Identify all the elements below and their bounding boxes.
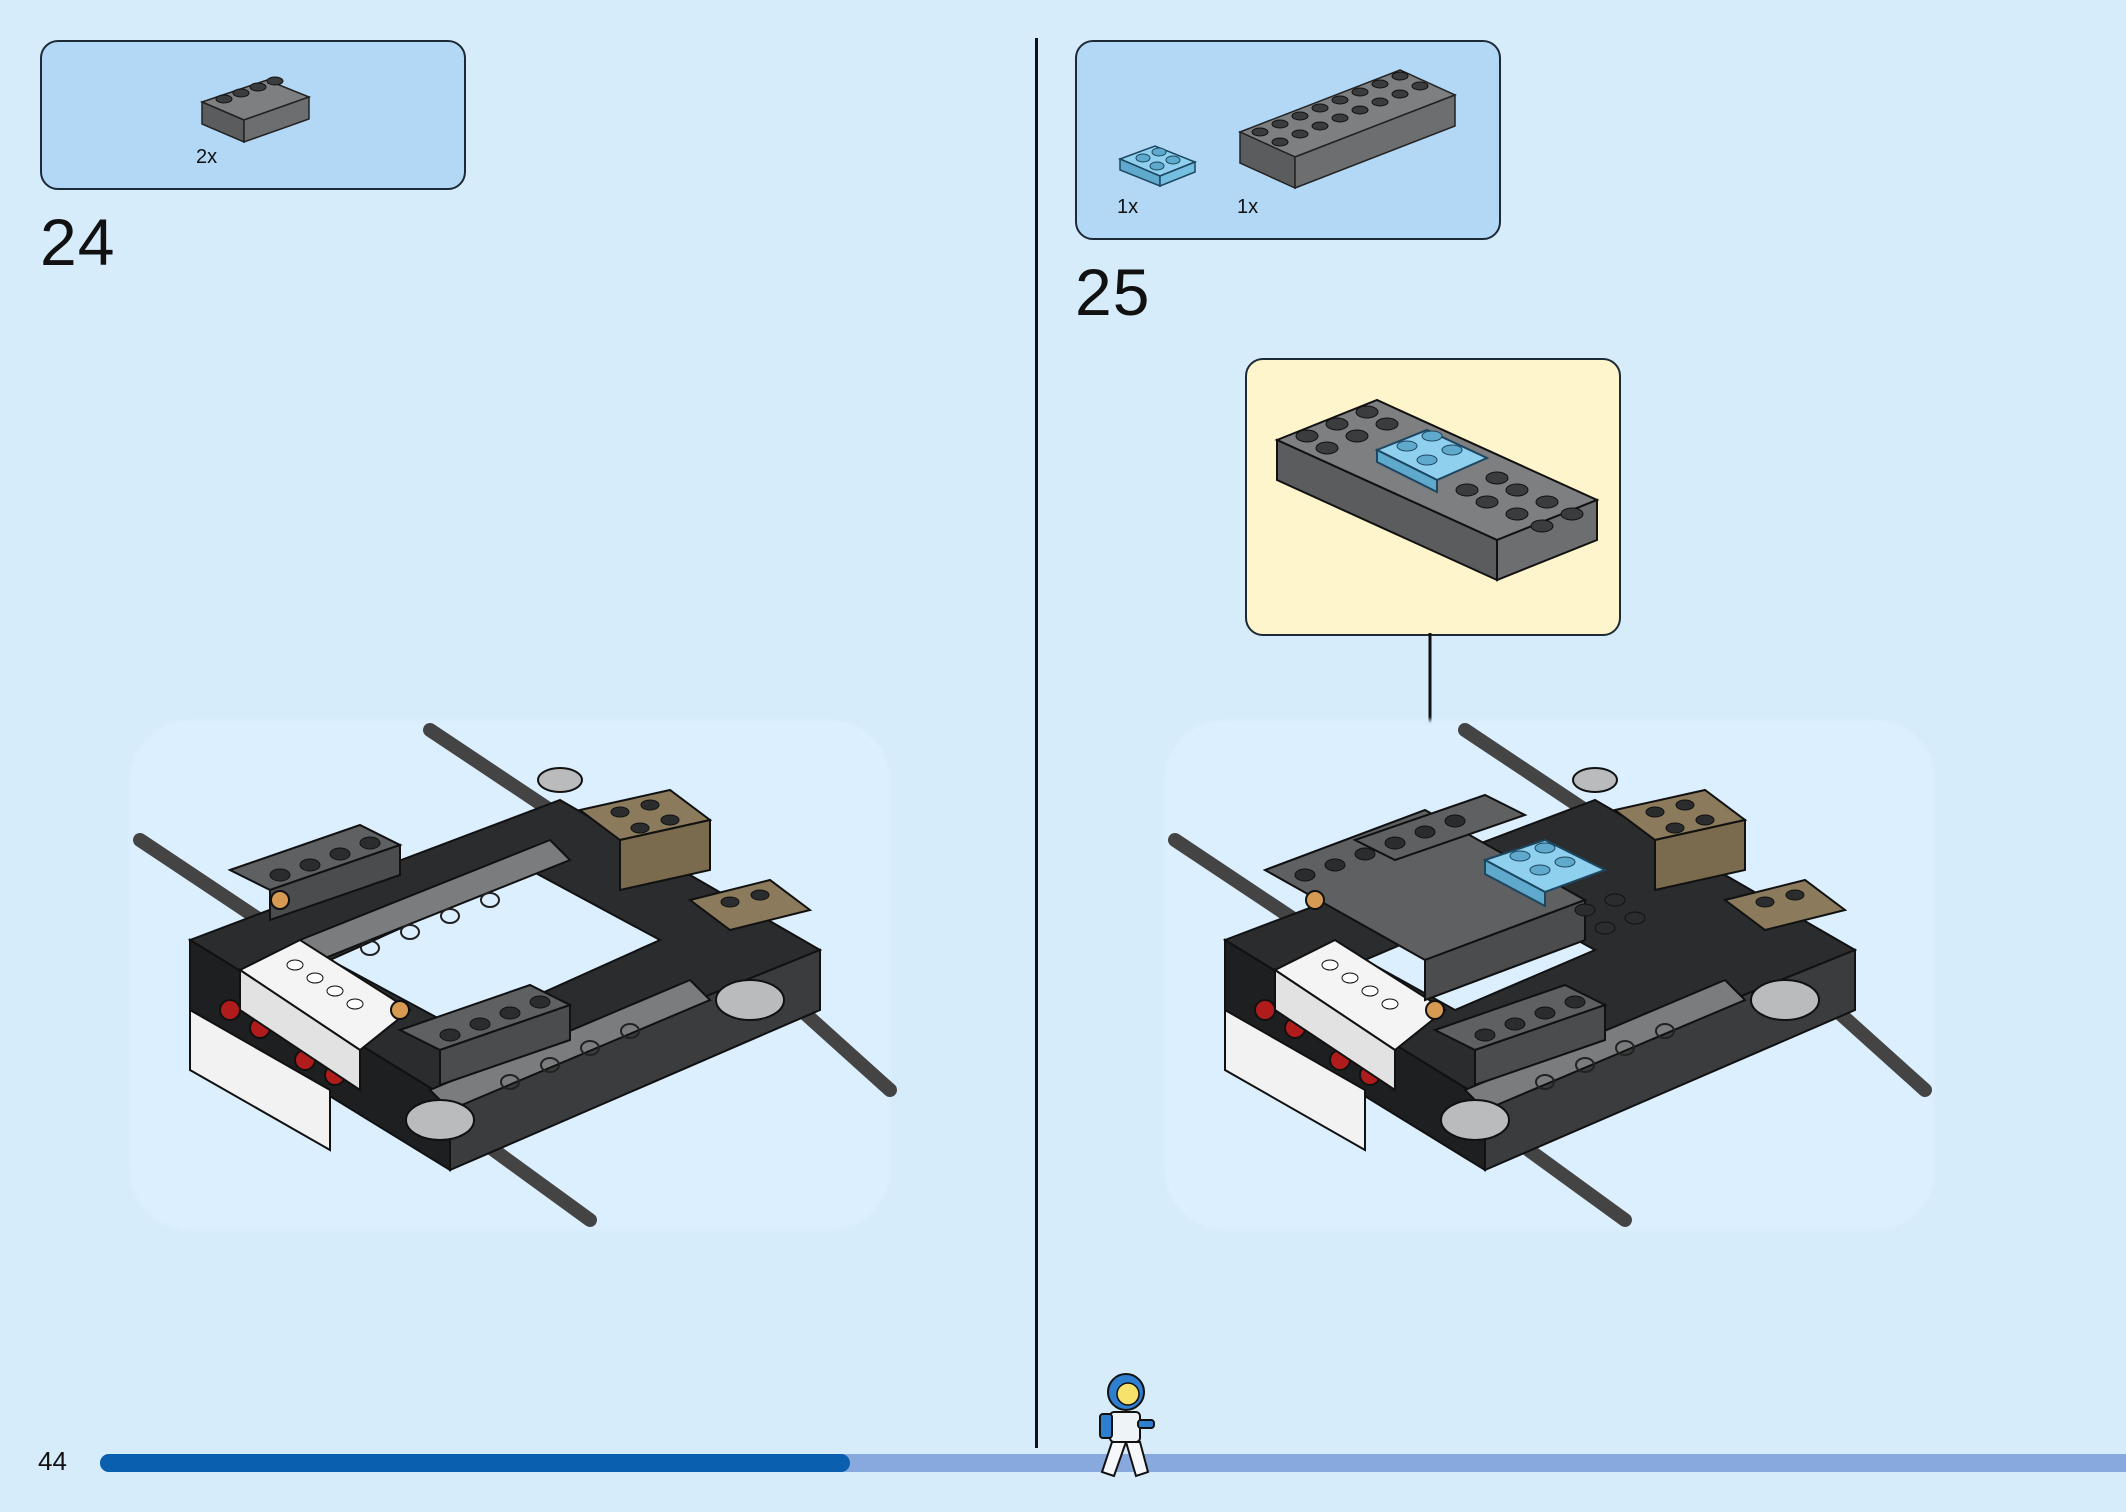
page-number: 44 <box>38 1446 67 1476</box>
parts-list-step-25: 1x 1x <box>1075 40 1501 240</box>
step-number: 24 <box>40 205 116 279</box>
astronaut-minifigure-icon <box>1099 1373 1155 1478</box>
model-step-25-image <box>1168 723 1932 1227</box>
progress-bar-fill <box>100 1454 850 1472</box>
model-step-24-image <box>133 723 897 1227</box>
submodel-callout <box>1245 358 1621 636</box>
page-divider <box>1035 38 1038 1448</box>
dark-gray-brick-2x8-icon <box>1238 69 1457 190</box>
parts-list-step-24: 2x <box>40 40 466 190</box>
part-qty: 1x <box>1237 196 1259 218</box>
light-blue-plate-2x2-icon <box>1117 145 1198 188</box>
part-qty: 2x <box>196 146 218 168</box>
step-number: 25 <box>1075 255 1151 329</box>
submodel-image <box>1274 398 1600 582</box>
dark-gray-brick-1x4-icon <box>199 76 312 144</box>
part-qty: 1x <box>1117 196 1139 218</box>
